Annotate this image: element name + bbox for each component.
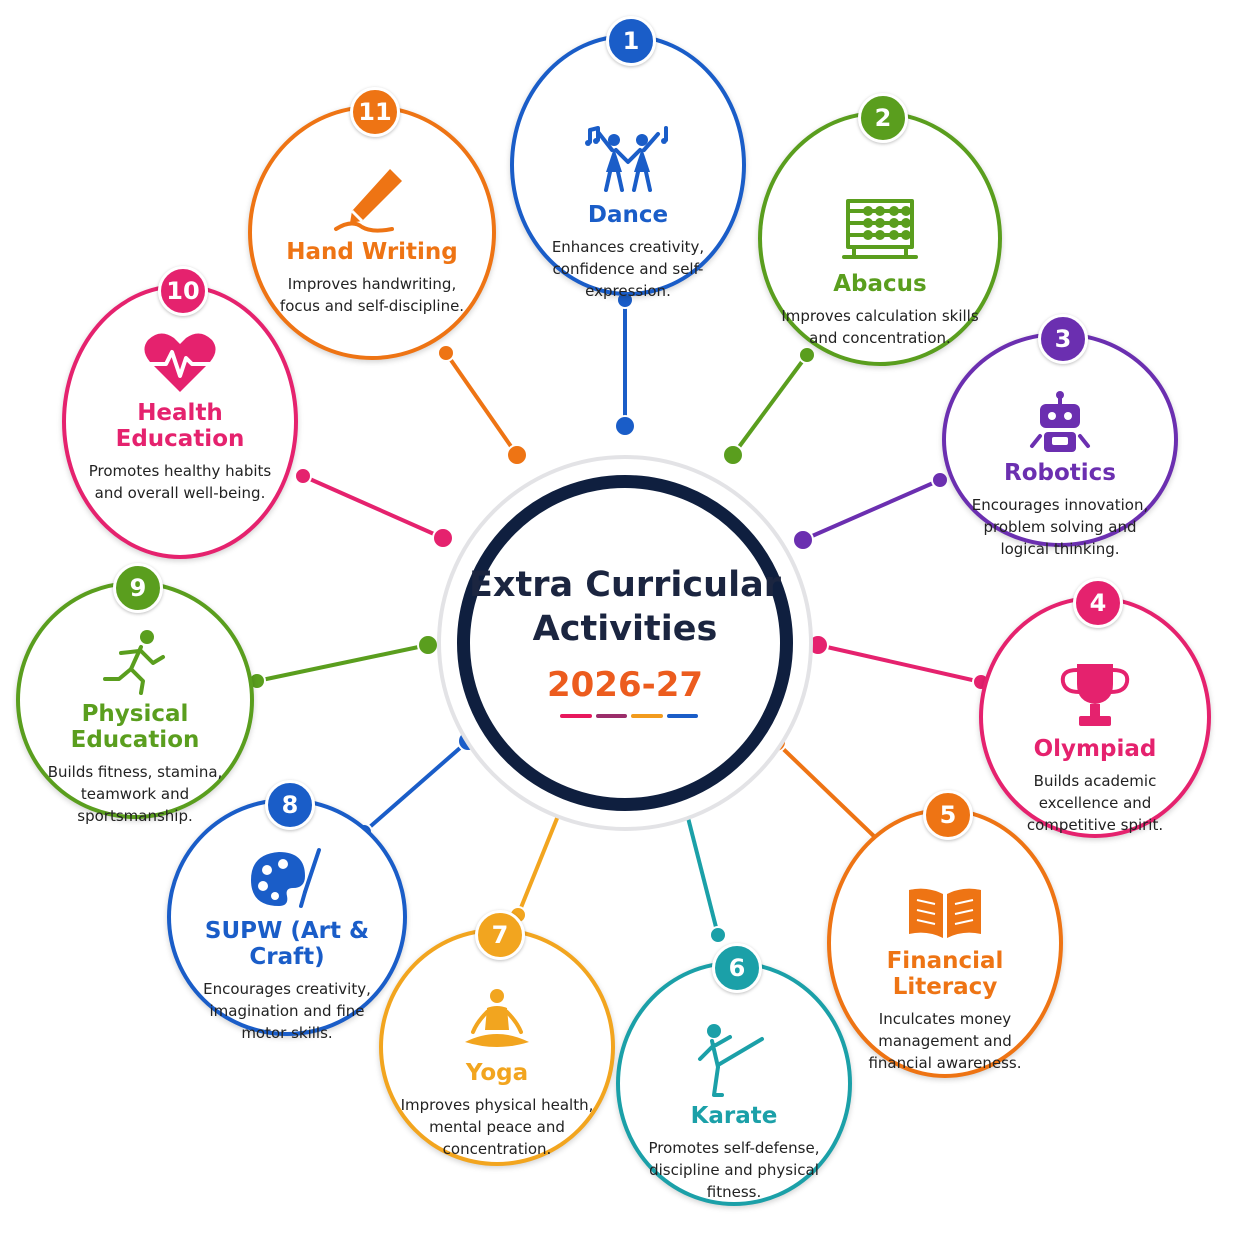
pen-icon	[334, 168, 402, 233]
activity-title: Financial Literacy	[886, 948, 1004, 1000]
activity-number-badge: 7	[475, 910, 525, 960]
activity-number-badge: 3	[1038, 313, 1088, 364]
book-icon	[909, 888, 981, 938]
activity-number-badge: 1	[606, 16, 656, 66]
connector-dot-karate	[709, 926, 727, 944]
center-hub: Extra Curricular Activities 2026-27	[437, 455, 813, 831]
activity-title: Health Education	[115, 399, 245, 452]
connector-dot-physical-education	[417, 634, 439, 656]
activity-description: Promotes self-defense, discipline and ph…	[648, 1138, 820, 1201]
activity-title: Hand Writing	[286, 238, 458, 265]
connector-dot-abacus	[722, 444, 744, 466]
activity-description: Encourages creativity, imagination and f…	[203, 980, 371, 1042]
color-bar-3	[631, 714, 663, 718]
meditation-icon	[465, 989, 529, 1047]
activity-number-badge: 8	[265, 780, 315, 830]
connector-dot-health-education	[432, 527, 454, 549]
activity-description: Promotes healthy habits and overall well…	[88, 461, 272, 502]
activity-title: SUPW (Art & Craft)	[204, 918, 370, 970]
connector-dot-robotics	[931, 471, 949, 489]
activity-title: Karate	[690, 1102, 778, 1129]
activity-number-badge: 4	[1073, 578, 1123, 628]
karate-kick-icon	[698, 1023, 764, 1097]
connector-dot-robotics	[792, 529, 814, 551]
activity-description: Improves handwriting, focus and self-dis…	[279, 274, 465, 315]
center-color-bars	[560, 714, 698, 718]
activity-title: Olympiad	[1033, 736, 1157, 762]
connector-olympiad	[817, 643, 982, 684]
color-bar-2	[595, 714, 627, 718]
connector-robotics	[802, 478, 941, 542]
activity-title: Abacus	[833, 270, 927, 297]
activity-description: Enhances creativity, confidence and self…	[551, 238, 705, 300]
connector-dot-hand-writing	[437, 344, 455, 362]
center-year: 2026-27	[546, 665, 704, 705]
activity-number-badge: 11	[350, 86, 400, 137]
trophy-icon	[1060, 664, 1130, 726]
connector-health-education	[302, 474, 444, 540]
runner-icon	[103, 630, 165, 695]
connector-dot-abacus	[798, 346, 816, 364]
paint-palette-icon	[251, 848, 321, 908]
connector-financial-literacy	[774, 740, 882, 844]
activity-title: Yoga	[465, 1060, 529, 1086]
connector-yoga	[516, 805, 564, 916]
activity-title: Robotics	[1004, 459, 1116, 486]
connector-dot-dance	[614, 415, 636, 437]
activity-number-badge: 2	[858, 92, 908, 143]
connector-abacus	[731, 353, 809, 457]
activity-description: Builds fitness, stamina, teamwork and sp…	[47, 763, 223, 825]
activity-title: Physical Education	[70, 701, 200, 753]
robot-icon	[1030, 390, 1090, 452]
connector-physical-education	[256, 643, 429, 683]
connector-supw-art-craft	[362, 739, 470, 834]
activity-description: Improves calculation skills and concentr…	[781, 306, 979, 347]
abacus-icon	[842, 198, 918, 259]
activity-number-badge: 9	[113, 563, 163, 613]
center-title: Extra Curricular Activities	[469, 565, 781, 649]
color-bar-4	[666, 714, 698, 718]
connector-karate	[683, 805, 720, 936]
color-bar-1	[560, 714, 592, 718]
activity-description: Encourages innovation, problem solving a…	[971, 495, 1149, 558]
dancers-icon	[585, 126, 668, 192]
activity-description: Inculcates money management and financia…	[868, 1010, 1022, 1072]
connector-dot-hand-writing	[506, 444, 528, 466]
activity-number-badge: 5	[923, 790, 973, 840]
activity-description: Builds academic excellence and competiti…	[1026, 772, 1164, 834]
heartbeat-icon	[144, 332, 216, 392]
connector-hand-writing	[444, 351, 519, 457]
activity-number-badge: 6	[712, 942, 762, 993]
activity-title: Dance	[587, 202, 669, 228]
connector-dot-health-education	[294, 467, 312, 485]
activity-description: Improves physical health, mental peace a…	[400, 1096, 594, 1158]
activity-number-badge: 10	[158, 265, 208, 316]
